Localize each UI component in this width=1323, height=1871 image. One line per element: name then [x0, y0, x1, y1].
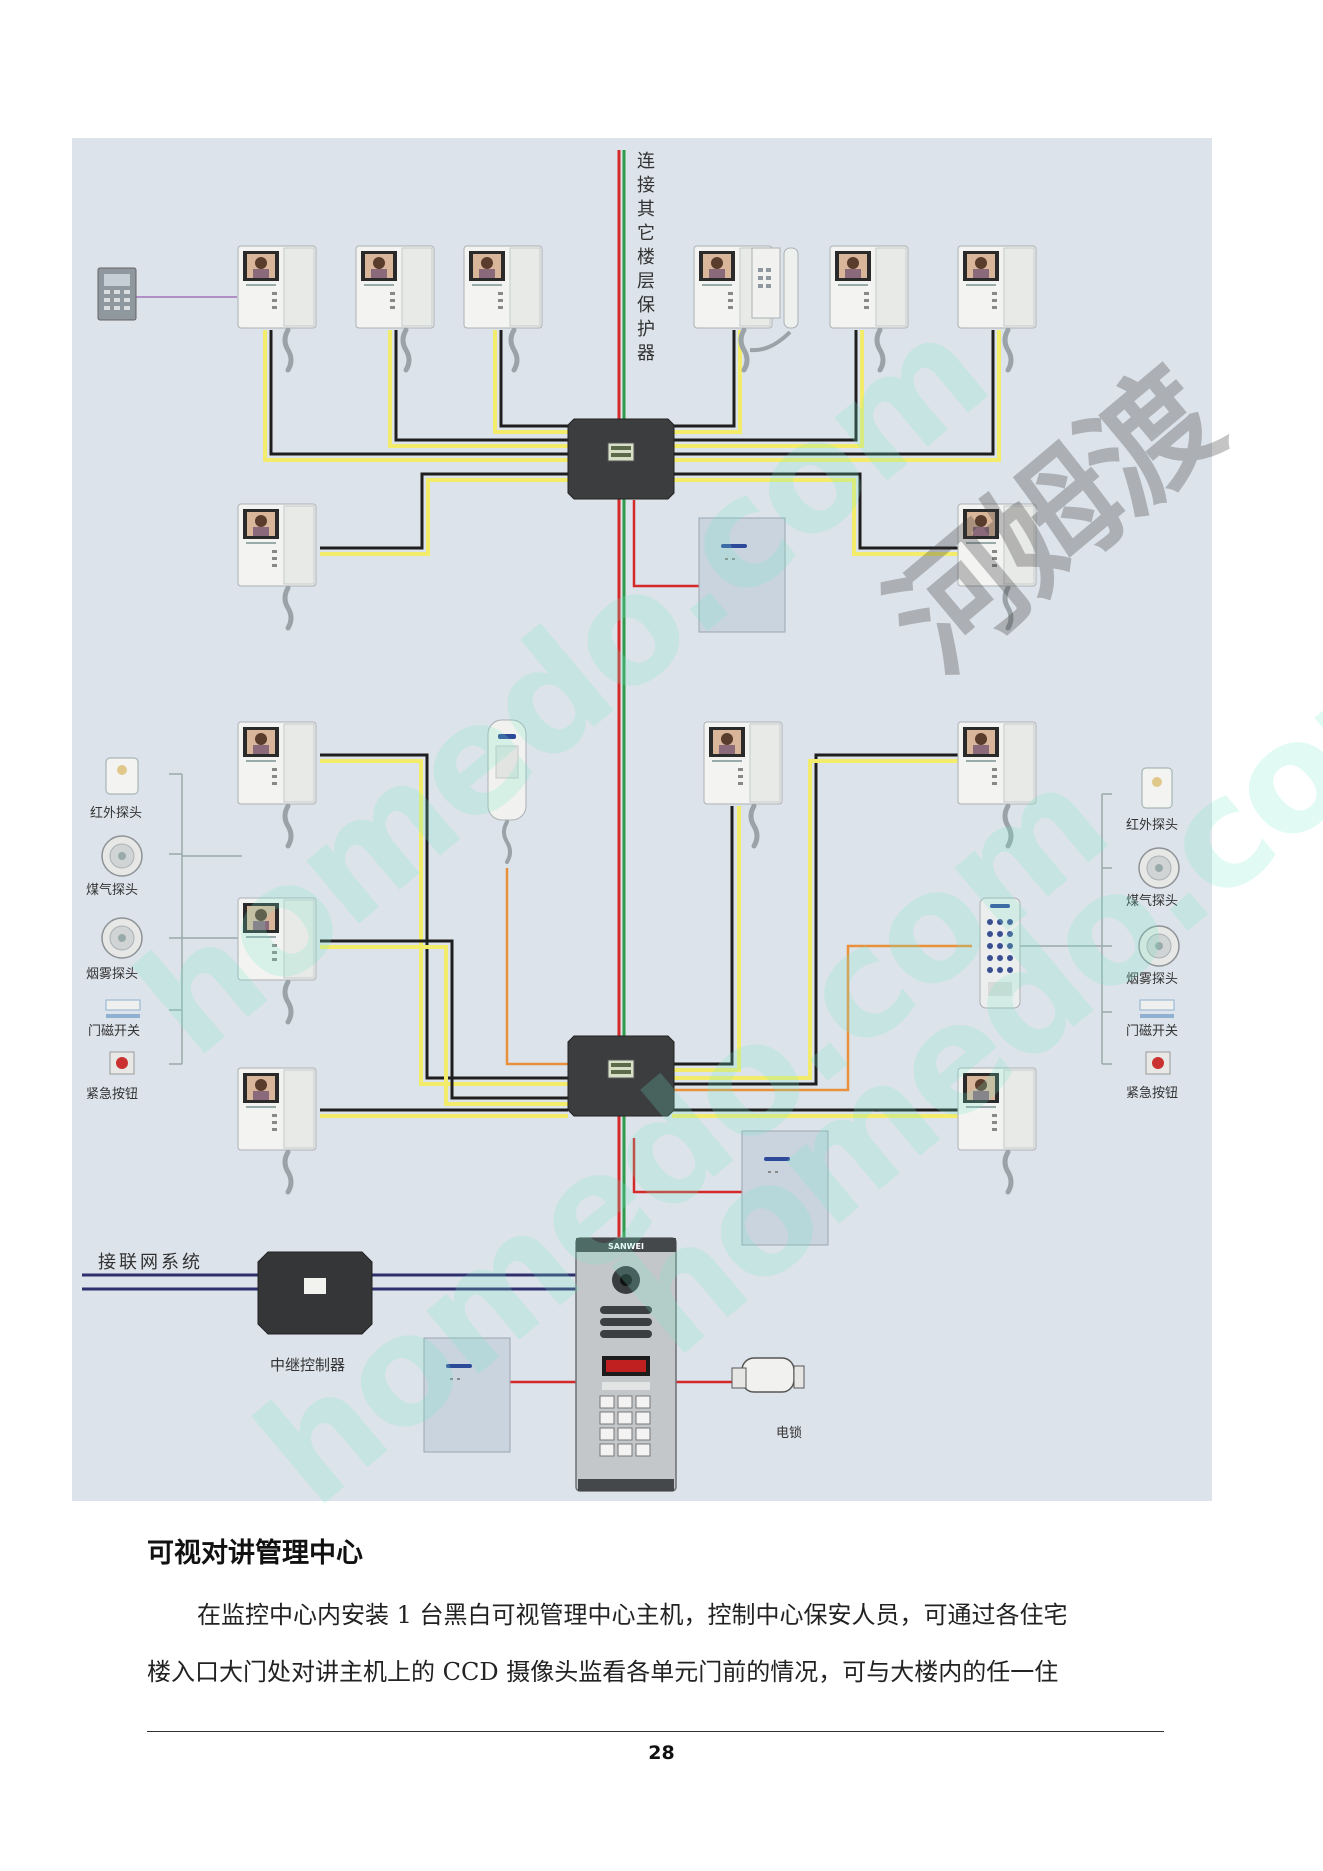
label-gas-right: 煤气探头	[1126, 894, 1179, 909]
indoor-monitor	[238, 898, 316, 1022]
indoor-monitor	[238, 246, 316, 370]
door-contact-right	[1139, 999, 1175, 1018]
label-door-right: 门磁开关	[1126, 1024, 1179, 1039]
paragraph-line: 楼入口大门处对讲主机上的 CCD 摄像头监看各单元门前的情况，可与大楼内的任一住	[147, 1658, 1059, 1686]
relay-controller-device	[257, 1251, 373, 1335]
footer-divider	[147, 1731, 1164, 1732]
indoor-monitor	[238, 1068, 316, 1192]
emergency-button-left	[109, 1051, 135, 1075]
page-number: 28	[648, 1742, 675, 1764]
indoor-monitor	[704, 722, 782, 846]
indoor-monitor	[238, 722, 316, 846]
indoor-monitor	[464, 246, 542, 370]
label-gas-left: 煤气探头	[86, 883, 139, 898]
label-network-system: 接联网系统	[98, 1252, 203, 1273]
power-supply-lower	[741, 1130, 829, 1246]
diagram-wiring: SANWEI	[82, 150, 1180, 1492]
main-door-panel	[575, 1237, 677, 1492]
indoor-monitor	[958, 504, 1036, 628]
label-smoke-left: 烟雾探头	[86, 967, 139, 982]
indoor-monitor	[830, 246, 908, 370]
label-relay-controller: 中继控制器	[270, 1356, 346, 1374]
label-door-left: 门磁开关	[88, 1024, 141, 1039]
audio-handset	[486, 718, 528, 864]
infrared-detector-left	[105, 757, 139, 795]
gas-detector-left	[101, 835, 143, 877]
indoor-monitor	[958, 1068, 1036, 1192]
keypad-controller	[979, 897, 1021, 1009]
label-emergency-right: 紧急按钮	[1126, 1086, 1179, 1101]
smoke-detector-right	[1138, 925, 1180, 967]
label-infrared-left: 红外探头	[90, 806, 143, 821]
label-infrared-right: 红外探头	[1126, 818, 1179, 833]
label-electric-lock: 电锁	[776, 1426, 803, 1441]
floor-distributor-upper	[567, 418, 675, 500]
infrared-detector-right	[1141, 767, 1173, 809]
indoor-monitor	[238, 504, 316, 628]
floor-distributor-lower	[567, 1035, 675, 1117]
intercom-system-diagram: SANWEI 连 接 其 它 楼 层 保 护 器 红外探头 煤气探头 烟雾探头 …	[72, 138, 1212, 1501]
power-supply-upper	[698, 517, 786, 633]
indoor-monitor-with-handset	[694, 246, 799, 370]
door-station-device	[97, 267, 137, 321]
vertical-label-connect-protectors: 连 接 其 它 楼 层 保 护 器	[637, 151, 655, 364]
door-panel-brand: SANWEI	[608, 1242, 644, 1251]
door-contact-left	[105, 999, 141, 1018]
label-emergency-left: 紧急按钮	[86, 1087, 139, 1102]
section-heading: 可视对讲管理中心	[147, 1538, 363, 1569]
electric-lock-device	[731, 1357, 805, 1393]
gas-detector-right	[1138, 847, 1180, 889]
emergency-button-right	[1145, 1051, 1171, 1075]
indoor-monitor	[958, 722, 1036, 846]
smoke-detector-left	[101, 917, 143, 959]
label-smoke-right: 烟雾探头	[1126, 972, 1179, 987]
paragraph-line: 在监控中心内安装 1 台黑白可视管理中心主机，控制中心保安人员，可通过各住宅	[197, 1601, 1068, 1629]
power-supply-bottom	[423, 1337, 511, 1453]
